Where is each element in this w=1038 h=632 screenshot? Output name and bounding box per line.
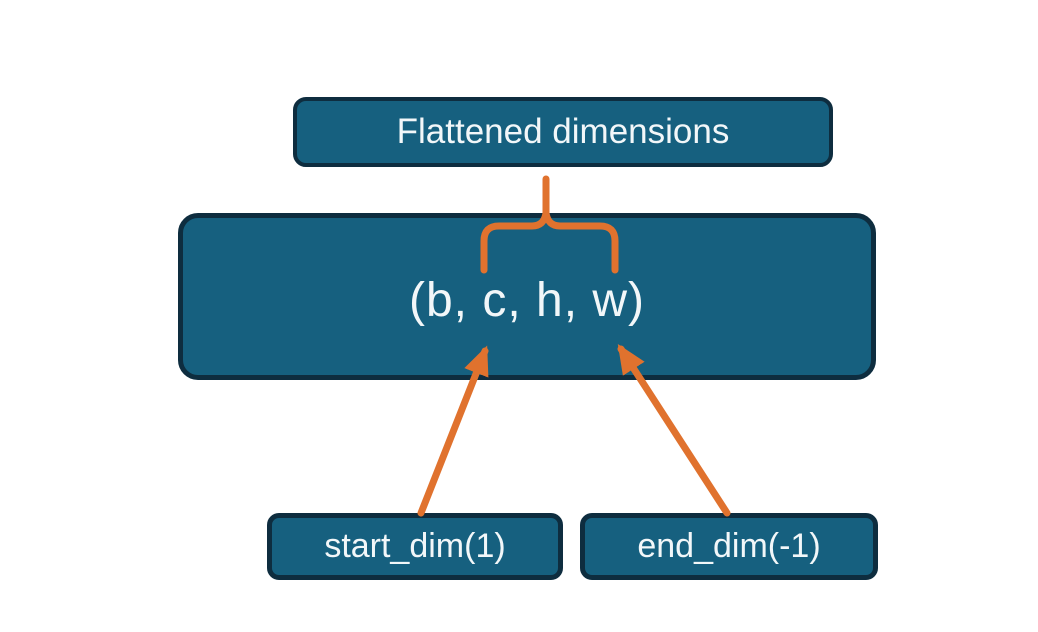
node-flattened-dimensions: Flattened dimensions — [293, 97, 833, 167]
node-end-dim: end_dim(-1) — [580, 513, 878, 580]
node-start-dim-label: start_dim(1) — [324, 527, 506, 565]
node-flattened-dimensions-label: Flattened dimensions — [396, 112, 730, 151]
node-tensor-shape-label: (b, c, h, w) — [408, 274, 646, 327]
node-start-dim: start_dim(1) — [267, 513, 563, 580]
node-end-dim-label: end_dim(-1) — [637, 527, 821, 565]
node-tensor-shape: (b, c, h, w) — [178, 213, 876, 380]
